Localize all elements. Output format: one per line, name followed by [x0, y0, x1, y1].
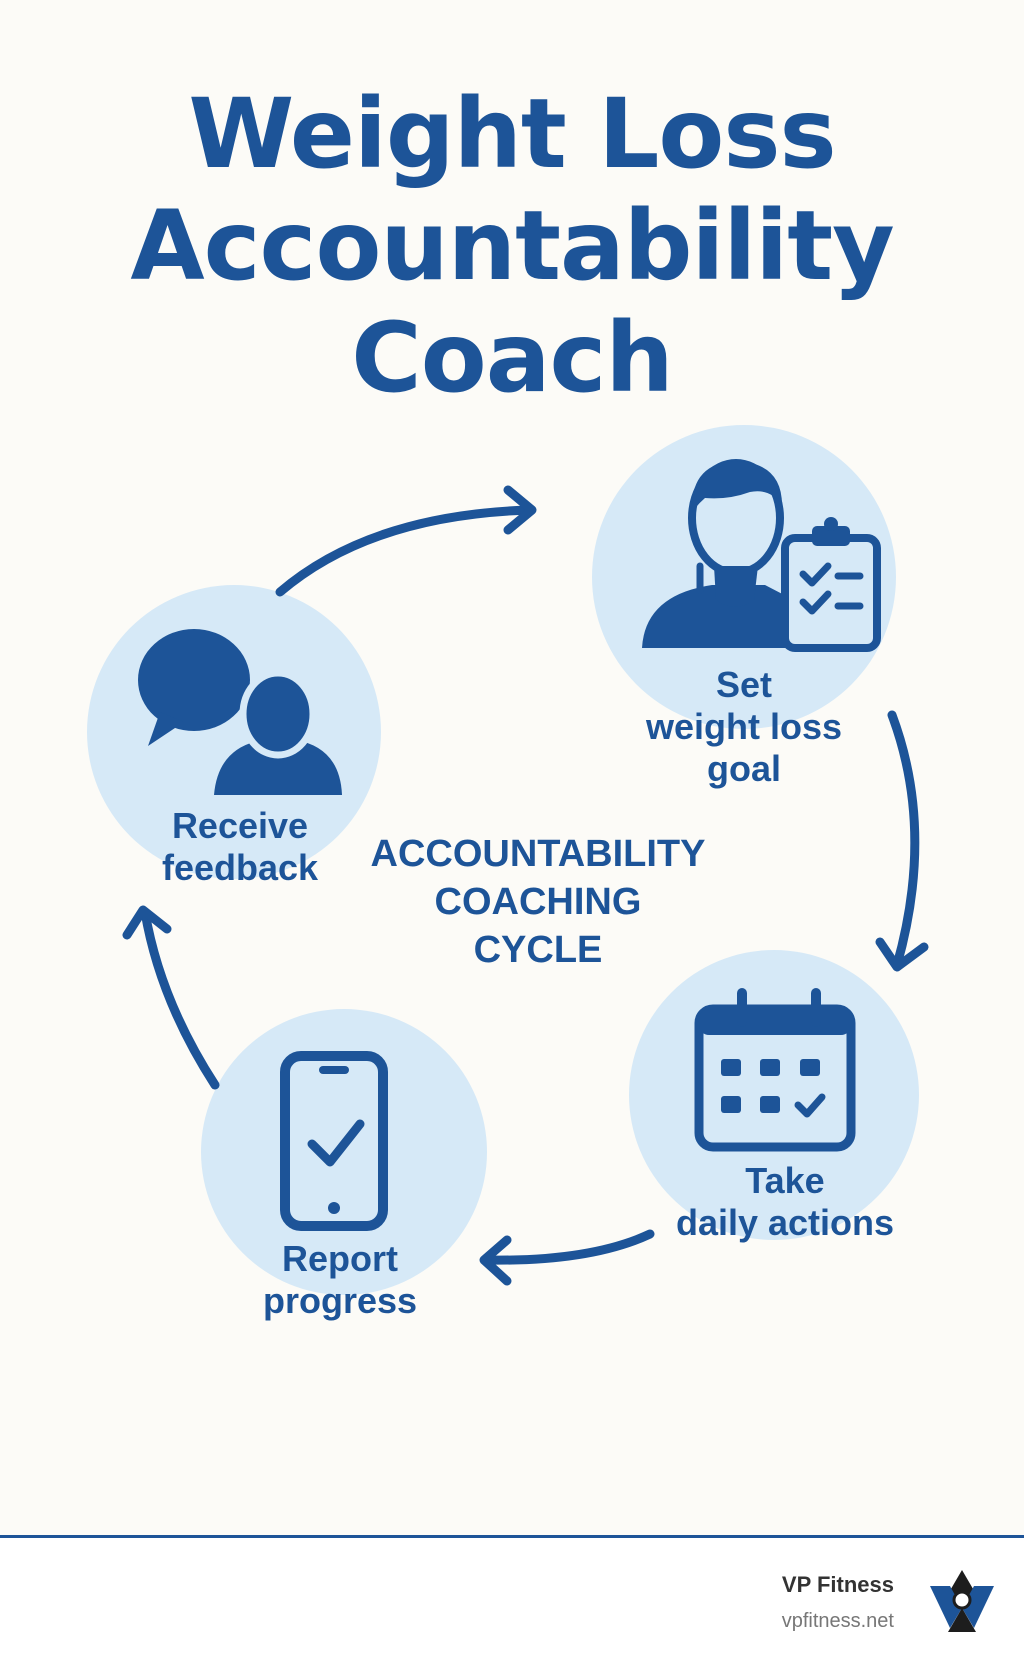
- step-label-report-progress: Report progress: [220, 1238, 460, 1322]
- step-label-line: daily actions: [675, 1202, 895, 1243]
- title-line-1: Weight Loss: [188, 78, 836, 190]
- title-line-2: Accountability: [130, 190, 894, 302]
- step-label-set-goal: Set weight loss goal: [604, 664, 884, 790]
- step-label-line: Report: [282, 1238, 398, 1279]
- step-label-daily-actions: Take daily actions: [650, 1160, 920, 1244]
- brand-url: vpfitness.net: [781, 1610, 894, 1632]
- center-label-line: ACCOUNTABILITY: [370, 833, 706, 875]
- title-line-3: Coach: [351, 302, 673, 414]
- footer: [0, 1538, 1024, 1666]
- arrow-goal-to-actions: [875, 710, 929, 972]
- speech-bubble-person-icon: [138, 629, 346, 795]
- arrow-feedback-to-goal: [275, 485, 537, 597]
- step-label-line: weight loss: [645, 706, 843, 747]
- calendar-check-icon: [694, 988, 856, 1152]
- center-label-line: COACHING: [434, 881, 642, 923]
- step-label-line: Receive: [171, 805, 309, 846]
- footer-divider: [0, 1535, 1024, 1538]
- step-label-line: progress: [262, 1280, 418, 1321]
- step-label-line: feedback: [161, 847, 319, 888]
- step-label-line: Take: [745, 1160, 825, 1201]
- center-label-line: CYCLE: [473, 929, 603, 971]
- step-label-line: Set: [715, 664, 773, 705]
- vp-fitness-logo-icon: [930, 1570, 994, 1632]
- arrow-report-to-feedback: [122, 905, 220, 1090]
- step-label-receive-feedback: Receive feedback: [120, 805, 360, 889]
- phone-check-icon: [280, 1051, 388, 1231]
- center-label: ACCOUNTABILITY COACHING CYCLE: [348, 830, 728, 974]
- arrow-actions-to-report: [479, 1229, 655, 1286]
- brand-name: VP Fitness: [781, 1572, 894, 1597]
- step-label-line: goal: [706, 748, 781, 789]
- page-title: Weight Loss Accountability Coach: [0, 78, 1024, 414]
- person-with-clipboard-icon: [642, 459, 881, 652]
